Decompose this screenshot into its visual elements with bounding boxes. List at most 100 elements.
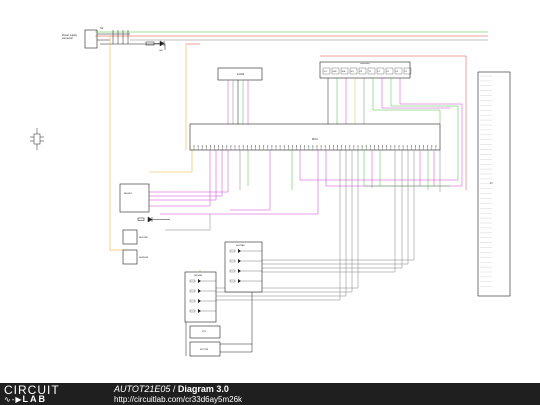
- header-pin-label: D5: [405, 71, 407, 73]
- isolated-component: [30, 128, 44, 150]
- red-wires: [186, 43, 467, 190]
- svg-text:Power supply: Power supply: [62, 34, 78, 37]
- bus-pin: [312, 145, 314, 150]
- header-pin-label: D2: [378, 71, 380, 73]
- header-pin: TX: [367, 67, 376, 75]
- orange-wires: [109, 36, 201, 285]
- logo-lab-text: LAB: [22, 394, 48, 404]
- bus-pin: [250, 145, 252, 150]
- bus-pin: [300, 145, 302, 150]
- logo-circuit: CIRCUIT: [4, 383, 60, 397]
- svg-text:BUZZER: BUZZER: [139, 237, 148, 239]
- bus-pin: [324, 145, 326, 150]
- driver-led: [189, 279, 216, 283]
- bus-pin: [337, 145, 338, 150]
- header-pin-label: SDA: [342, 70, 346, 73]
- header-pin-label: SCL: [351, 71, 355, 73]
- bus-pin: [316, 145, 318, 150]
- header-pin: D3: [385, 67, 394, 75]
- bus-pin: [246, 145, 248, 150]
- switch-group: [110, 30, 130, 44]
- bus-pin: [394, 145, 396, 150]
- header-pin-label: TX: [369, 71, 372, 73]
- rtc-box: RTC: [189, 325, 221, 339]
- top-led-label: LED: [159, 50, 163, 52]
- svg-text:IO: IO: [490, 182, 493, 185]
- bus-pin: [226, 145, 228, 150]
- logo-lab: ∿-▶LAB: [4, 394, 48, 405]
- svg-text:connector: connector: [360, 62, 370, 65]
- motor-box: MOTOR: [189, 341, 221, 357]
- svg-text:LCD2: LCD2: [237, 72, 245, 76]
- header-pin-label: D3: [387, 71, 389, 73]
- project-link[interactable]: AUTOT21E05: [114, 384, 171, 394]
- header-pin: VCC: [322, 67, 331, 75]
- svg-text:RELAY1: RELAY1: [124, 192, 133, 195]
- bus-pin: [419, 145, 420, 150]
- diagram-title: AUTOT21E05 / Diagram 3.0: [114, 384, 229, 394]
- bus-pin: [390, 145, 392, 150]
- title-separator: /: [170, 384, 178, 394]
- sensor-box: SENSOR: [122, 249, 149, 265]
- svg-text:RTC: RTC: [202, 331, 207, 333]
- bus-pin: [304, 145, 306, 150]
- svg-text:MOTOR: MOTOR: [200, 349, 209, 351]
- bus-pin: [365, 145, 367, 150]
- header-pin: D5: [403, 67, 412, 75]
- header-pin: SDA: [340, 67, 349, 75]
- bus-pin: [205, 145, 207, 150]
- header-pin: SCL: [349, 67, 358, 75]
- bus-pin: [431, 145, 433, 150]
- svg-text:connector: connector: [62, 37, 73, 40]
- mcu-bus-pins: [193, 145, 437, 150]
- bus-pin: [218, 145, 220, 150]
- bus-pin: [378, 145, 379, 150]
- mid-chip-wires: [227, 80, 249, 124]
- top-led: [145, 40, 166, 50]
- diagram-url[interactable]: http://circuitlab.com/cr33d6ay5m26k: [114, 395, 243, 404]
- bus-pin: [353, 145, 355, 150]
- bus-pin: [382, 145, 384, 150]
- switch-label: S1: [100, 27, 104, 30]
- bus-pin: [283, 145, 285, 150]
- bus-pin: [398, 145, 400, 150]
- bus-pin: [263, 145, 265, 150]
- svg-text:SENSOR: SENSOR: [139, 257, 149, 259]
- bus-pin: [271, 145, 273, 150]
- circuit-schematic: Power supply connector S1 LED: [30, 27, 511, 357]
- bus-pin: [320, 145, 322, 150]
- bus-pin: [402, 145, 404, 150]
- keypad-leds: [229, 249, 262, 283]
- mid-chip: LCD2: [217, 67, 263, 81]
- bus-pin: [279, 145, 281, 150]
- header-pin: RX: [358, 67, 367, 75]
- bus-pin: [230, 145, 232, 150]
- bottom-wires: [185, 292, 253, 356]
- bus-pin: [259, 145, 261, 150]
- bus-pin: [361, 145, 363, 150]
- top-rails: [95, 31, 488, 45]
- bus-pin: [427, 145, 429, 150]
- header-pin-label: RX: [360, 71, 363, 73]
- logo-wave-icon: ∿-▶: [4, 395, 23, 404]
- bus-pin: [193, 145, 195, 150]
- keypad-led: [229, 259, 262, 263]
- bus-pin: [423, 145, 425, 150]
- bus-pin: [386, 145, 388, 150]
- right-io-pins: [480, 75, 492, 287]
- bus-pin: [373, 145, 375, 150]
- header-pin: GND: [331, 67, 340, 75]
- svg-text:MCU: MCU: [312, 137, 318, 141]
- right-io-list: IO: [477, 71, 511, 297]
- relay-box: RELAY1: [119, 183, 150, 213]
- header-pin: D4: [394, 67, 403, 75]
- bus-pin: [369, 145, 371, 150]
- driver-led: [189, 309, 216, 313]
- bus-pin: [287, 145, 289, 150]
- bus-pin: [357, 145, 359, 150]
- bus-pin: [414, 145, 416, 150]
- mid-led: [137, 216, 170, 223]
- bus-pin: [296, 145, 297, 150]
- bus-wires: [149, 104, 463, 300]
